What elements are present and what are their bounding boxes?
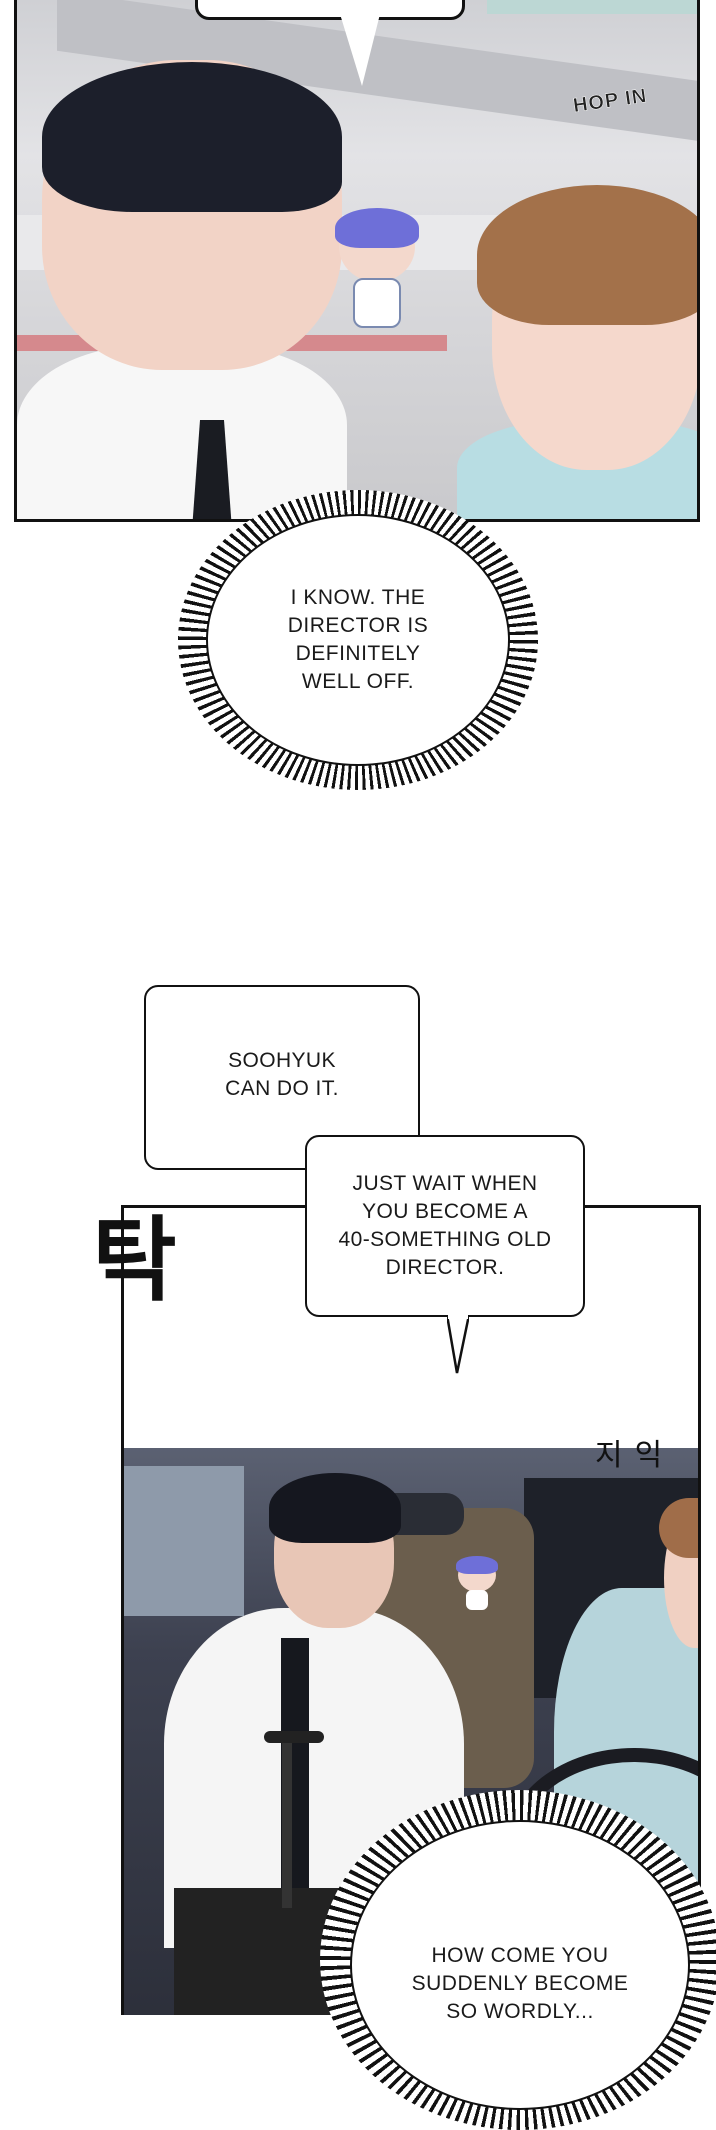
speech-box-2: JUST WAIT WHEN YOU BECOME A 40-SOMETHING… [305,1135,585,1317]
speech-box-tail [447,1315,469,1374]
chibi-character [329,208,425,336]
car-window [124,1466,244,1616]
driver-hair [269,1473,401,1543]
bubble-text: HOW COME YOU SUDDENLY BECOME SO WORDLY..… [411,1944,629,2023]
speech-bubble-top [195,0,465,20]
sfx-jiik: 지익 [595,1438,675,1473]
woman-hair [477,185,697,325]
chibi-character-small [454,1556,500,1610]
gear-lever [282,1738,292,1908]
spiky-speech-bubble: I KNOW. THE DIRECTOR IS DEFINITELY WELL … [178,490,538,790]
sfx-tak: 탁 [92,1207,177,1314]
panel-parking-scene: HOP IN [14,0,700,522]
spiky-speech-bubble-bottom: HOW COME YOU SUDDENLY BECOME SO WORDLY..… [320,1790,716,2130]
man-hair [42,62,342,212]
spiky-bubble-body: HOW COME YOU SUDDENLY BECOME SO WORDLY..… [350,1820,690,2110]
bubble-text: I KNOW. THE DIRECTOR IS DEFINITELY WELL … [287,586,429,693]
gear-handle [264,1731,324,1743]
box-text: SOOHYUK CAN DO IT. [225,1049,339,1100]
spiky-bubble-body: I KNOW. THE DIRECTOR IS DEFINITELY WELL … [206,514,510,766]
ceiling-light [487,0,697,14]
box-text: JUST WAIT WHEN YOU BECOME A 40-SOMETHING… [338,1172,552,1279]
man-shirt [17,345,347,519]
